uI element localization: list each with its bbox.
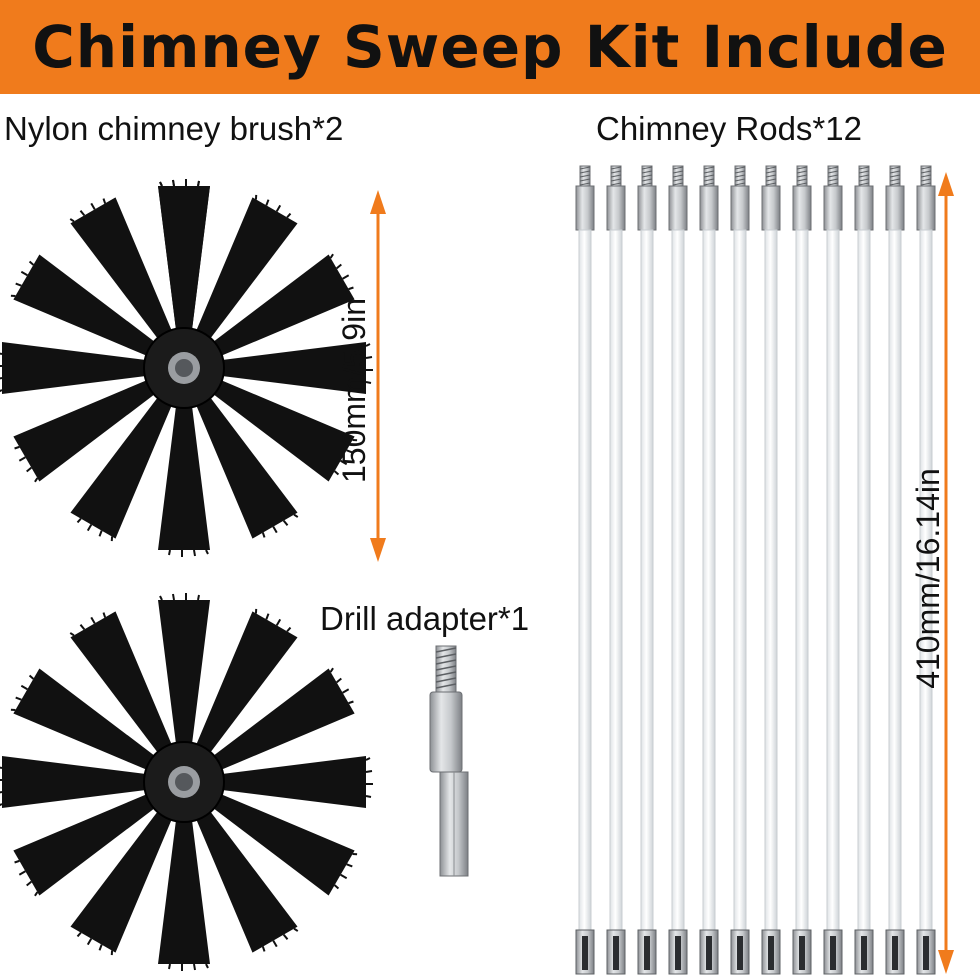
rods-label: Chimney Rods*12 [596, 110, 862, 147]
banner-title: Chimney Sweep Kit Include [32, 13, 948, 81]
chimney-rods [575, 165, 936, 975]
brush-label: Nylon chimney brush*2 [4, 110, 344, 147]
chimney-rod [575, 165, 595, 975]
nylon-brush-top [0, 178, 374, 558]
chimney-rod [854, 165, 874, 975]
chimney-rod [606, 165, 626, 975]
chimney-rod [730, 165, 750, 975]
chimney-rod [823, 165, 843, 975]
chimney-rod [761, 165, 781, 975]
title-banner: Chimney Sweep Kit Include [0, 0, 980, 94]
chimney-rod [792, 165, 812, 975]
chimney-rod [668, 165, 688, 975]
drill-adapter-label: Drill adapter*1 [320, 600, 530, 637]
drill-adapter [429, 645, 469, 877]
nylon-brush-bottom [0, 592, 374, 972]
brush-bristles [0, 178, 374, 558]
chimney-rod [699, 165, 719, 975]
brush-dimension-arrow [370, 190, 386, 562]
rods-dimension-label: 410mm/16.14in [909, 468, 946, 689]
rods-dimension-arrow [938, 172, 954, 974]
brush-dimension-label: 150mm/5.9in [335, 298, 372, 483]
chimney-rod [637, 165, 657, 975]
chimney-rod [916, 165, 936, 975]
chimney-rod [885, 165, 905, 975]
